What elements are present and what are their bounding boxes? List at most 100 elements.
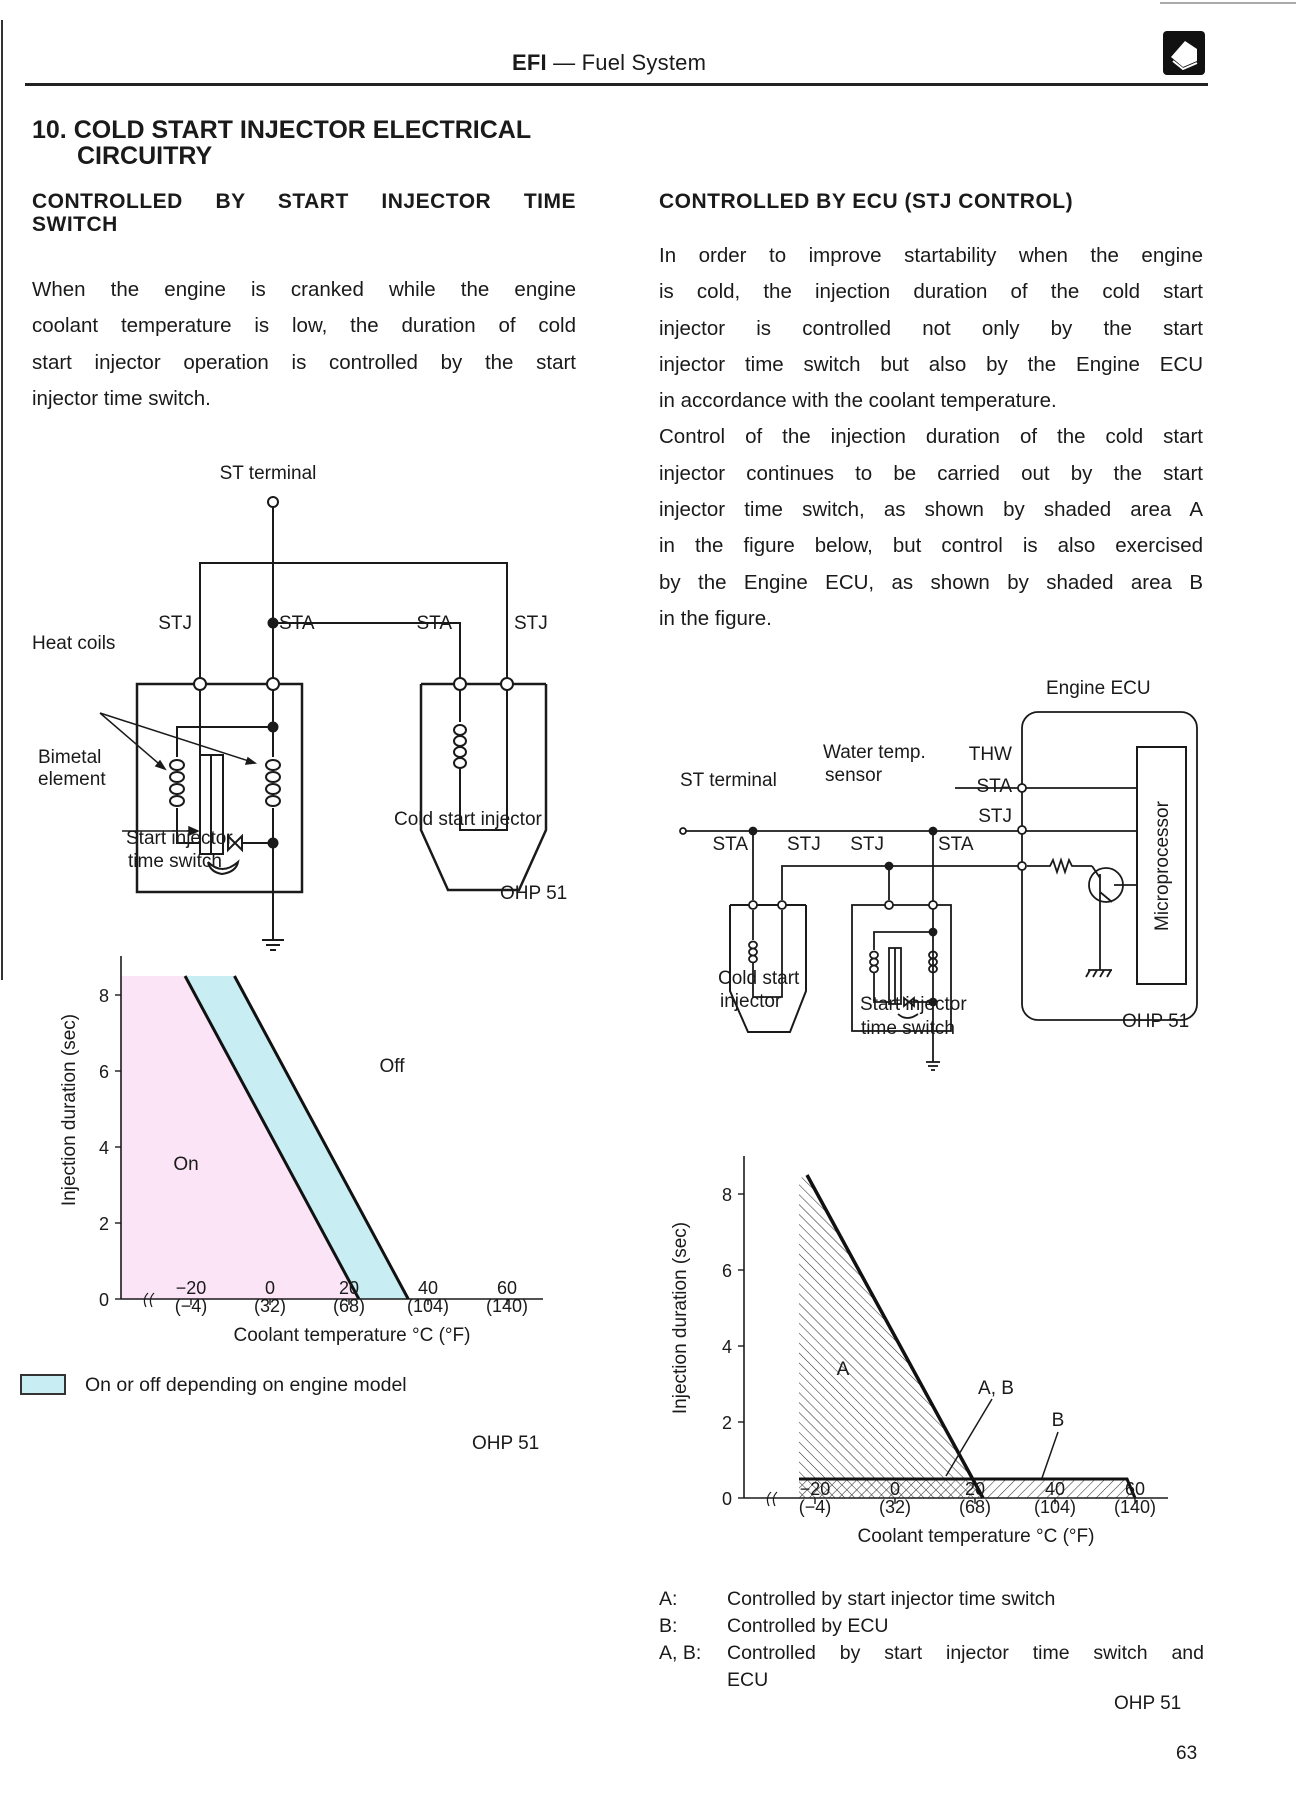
label-heat-coils: Heat coils <box>32 633 115 654</box>
junction-dot <box>267 721 279 733</box>
boundary-line <box>183 975 361 1300</box>
y-tick-label: 6 <box>99 1062 109 1082</box>
wire-stj <box>781 865 1022 900</box>
cold-start-injector-body <box>729 904 807 1033</box>
label-cold-start-injector: Cold start injector <box>394 809 543 830</box>
paragraph-line: Control of the injection duration of the… <box>659 425 1203 449</box>
paragraph-line: by the Engine ECU, as shown by shaded ar… <box>659 570 1203 594</box>
label-switch-stj: STJ <box>850 834 884 855</box>
wire <box>873 931 933 950</box>
y-axis-label: Injection duration (sec) <box>670 1222 691 1414</box>
y-tick-label: 6 <box>722 1261 732 1281</box>
label-water-temp-sensor: Water temp. <box>823 742 926 763</box>
right-heading: CONTROLLED BY ECU (STJ CONTROL) <box>659 190 1074 213</box>
legend-desc: ECU <box>727 1669 769 1691</box>
left-heading: CONTROLLED BY START INJECTOR TIME SWITCH <box>32 190 576 236</box>
section-title-line: CIRCUITRY <box>77 142 213 170</box>
boundary-line <box>233 975 410 1300</box>
junction-dot <box>748 826 758 836</box>
paragraph-line: coolant temperature is low, the duration… <box>32 314 576 338</box>
x-tick-label-celsius: 20 <box>339 1278 359 1298</box>
y-tick-label: 2 <box>99 1214 109 1234</box>
region-b-boundary <box>799 1477 1137 1499</box>
edge-rule <box>1160 2 1296 4</box>
label-region-b: B <box>1052 1410 1065 1431</box>
y-tick-label: 2 <box>722 1413 732 1433</box>
axis-break-icon <box>766 1491 778 1507</box>
legend-row-ab: A, B:Controlled by start injector time s… <box>659 1640 1204 1667</box>
junction-dot <box>267 617 279 629</box>
injector-coil-icon <box>453 724 467 769</box>
legend-key: A: <box>659 1588 678 1610</box>
ground-icon <box>926 1061 940 1071</box>
x-tick-label-celsius: −20 <box>800 1479 831 1499</box>
label-injector-stj: STJ <box>787 834 821 855</box>
legend-desc: Controlled by ECU <box>727 1615 889 1637</box>
x-tick-label-fahrenheit: (−4) <box>799 1497 832 1517</box>
ground-icon <box>1085 969 1112 978</box>
injector-stj-node <box>500 677 514 691</box>
legend-key: B: <box>659 1615 678 1637</box>
left-paragraph: When the engine is cranked while the eng… <box>32 272 576 417</box>
label-cold-start-injector: injector <box>720 991 782 1012</box>
paragraph-line: injector is controlled not only by the s… <box>659 316 1203 340</box>
legend-row-b: B: Controlled by ECU <box>659 1613 1204 1640</box>
x-axis-label: Coolant temperature °C (°F) <box>234 1325 471 1346</box>
page-number: 63 <box>1176 1743 1198 1764</box>
x-tick-label-celsius: 0 <box>265 1278 275 1298</box>
label-injector-stj: STJ <box>514 613 548 634</box>
header-rule <box>25 83 1208 86</box>
sta-terminal-node <box>266 677 280 691</box>
bimetal-heat-icon <box>207 859 240 876</box>
label-injector-sta: STA <box>712 834 748 855</box>
x-tick-label-celsius: 0 <box>890 1479 900 1499</box>
legend-text: On or off depending on engine model <box>85 1374 407 1396</box>
thw-terminal-node <box>1017 783 1027 793</box>
paragraph-line: injector time switch, as shown by shaded… <box>659 498 1203 522</box>
label-sta: STA <box>279 613 315 634</box>
x-axis-label: Coolant temperature °C (°F) <box>858 1526 1095 1547</box>
right-legend: A:Controlled by start injector time swit… <box>659 1586 1204 1694</box>
cold-start-injector-body <box>419 682 548 892</box>
junction-dot <box>928 826 938 836</box>
right-circuit-labels: Engine ECU Microprocessor Water temp. se… <box>680 678 1189 1039</box>
junction-dot <box>884 861 894 871</box>
label-switch-sta: STA <box>938 834 974 855</box>
leader-lines <box>945 1398 1059 1479</box>
label-ecu-stj: STJ <box>978 806 1012 827</box>
x-tick-label-celsius: 40 <box>1045 1479 1065 1499</box>
sta-terminal-node <box>1017 825 1027 835</box>
y-axis-label: Injection duration (sec) <box>59 1014 80 1206</box>
x-tick-label-fahrenheit: (140) <box>486 1296 528 1316</box>
injector-coil-icon <box>748 940 758 964</box>
injector-sta-node <box>748 900 758 910</box>
label-bimetal: Bimetal <box>38 747 101 768</box>
figure-ref-ohp: OHP 51 <box>1114 1693 1182 1714</box>
x-tick-label-fahrenheit: (32) <box>879 1497 911 1517</box>
label-cold-start-injector: Cold start <box>718 968 800 989</box>
x-tick-label-fahrenheit: (140) <box>1114 1497 1156 1517</box>
axis-break-icon <box>143 1292 155 1308</box>
heat-coil-left-icon <box>169 759 185 807</box>
right-paragraph: In order to improve startability when th… <box>659 238 1203 637</box>
chart-annotations: On Off A A, B B <box>173 1056 1065 1479</box>
section-title-line: 10. COLD START INJECTOR ELECTRICAL <box>32 116 532 144</box>
junction-dot <box>267 837 279 849</box>
x-tick-label-celsius: −20 <box>176 1278 207 1298</box>
label-ohp: OHP 51 <box>500 883 567 904</box>
stj-terminal-node <box>193 677 207 691</box>
x-tick-label-fahrenheit: (68) <box>959 1497 991 1517</box>
y-tick-label: 4 <box>722 1337 732 1357</box>
legend-row-a: A:Controlled by start injector time swit… <box>659 1586 1204 1613</box>
arrow-bimetal <box>122 825 200 837</box>
switch-sta-node <box>928 900 938 910</box>
header-section: EFI <box>512 50 547 75</box>
heat-coil-right-icon <box>928 950 938 974</box>
x-tick-label-celsius: 60 <box>1125 1479 1145 1499</box>
x-tick-label-fahrenheit: (−4) <box>175 1296 208 1316</box>
injector-stj-node <box>777 900 787 910</box>
ground-icon <box>262 939 284 951</box>
label-engine-ecu: Engine ECU <box>1046 678 1151 699</box>
label-ecu-sta: STA <box>976 776 1012 797</box>
